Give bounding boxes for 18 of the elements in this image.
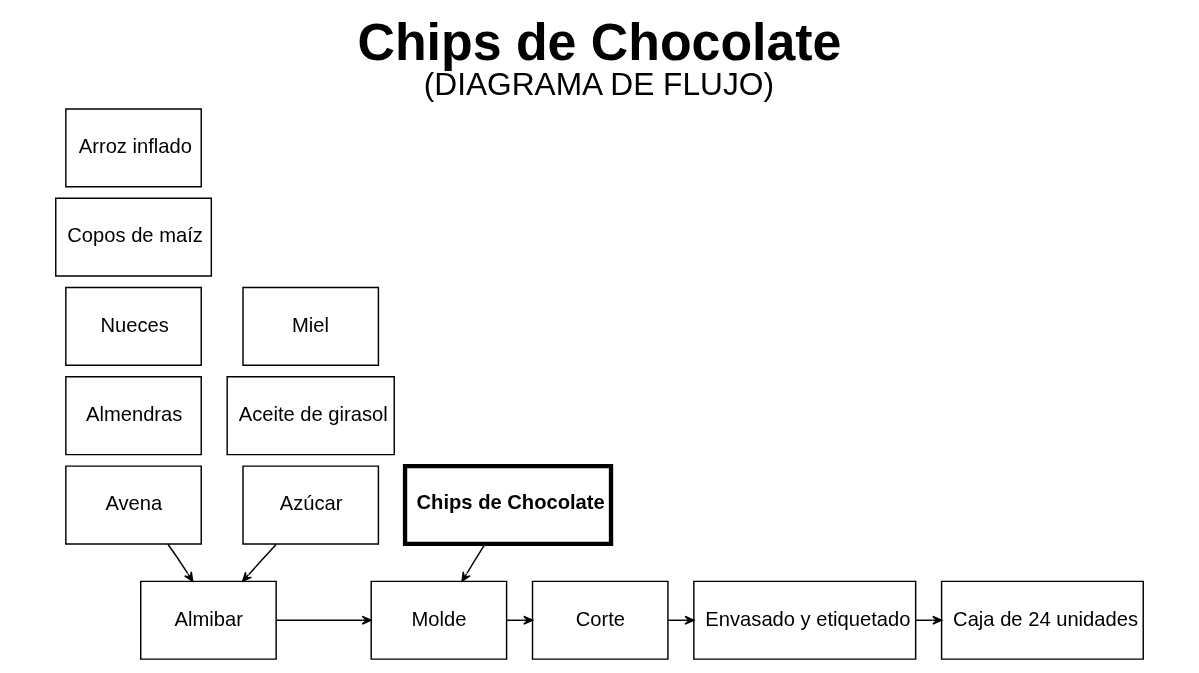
arrow xyxy=(461,543,486,582)
arrow xyxy=(241,543,277,582)
node-box: Molde xyxy=(370,580,508,660)
node-box: Chips de Chocolate xyxy=(402,463,614,547)
node-box: Azúcar xyxy=(242,465,380,545)
node-box: Almendras xyxy=(65,376,202,456)
node-box: Arroz inflado xyxy=(65,108,202,188)
arrow xyxy=(275,615,372,625)
node-box: Copos de maíz xyxy=(55,197,213,277)
node-box: Miel xyxy=(242,286,380,367)
node-box: Nueces xyxy=(65,286,202,367)
node-box: Avena xyxy=(65,465,202,545)
node-box: Almibar xyxy=(140,580,277,660)
node-box: Caja de 24 unidades xyxy=(940,580,1144,660)
node-box: Aceite de girasol xyxy=(226,376,395,456)
arrow xyxy=(167,543,194,582)
node-box: Envasado y etiquetado xyxy=(693,580,917,660)
node-box: Corte xyxy=(531,580,669,660)
